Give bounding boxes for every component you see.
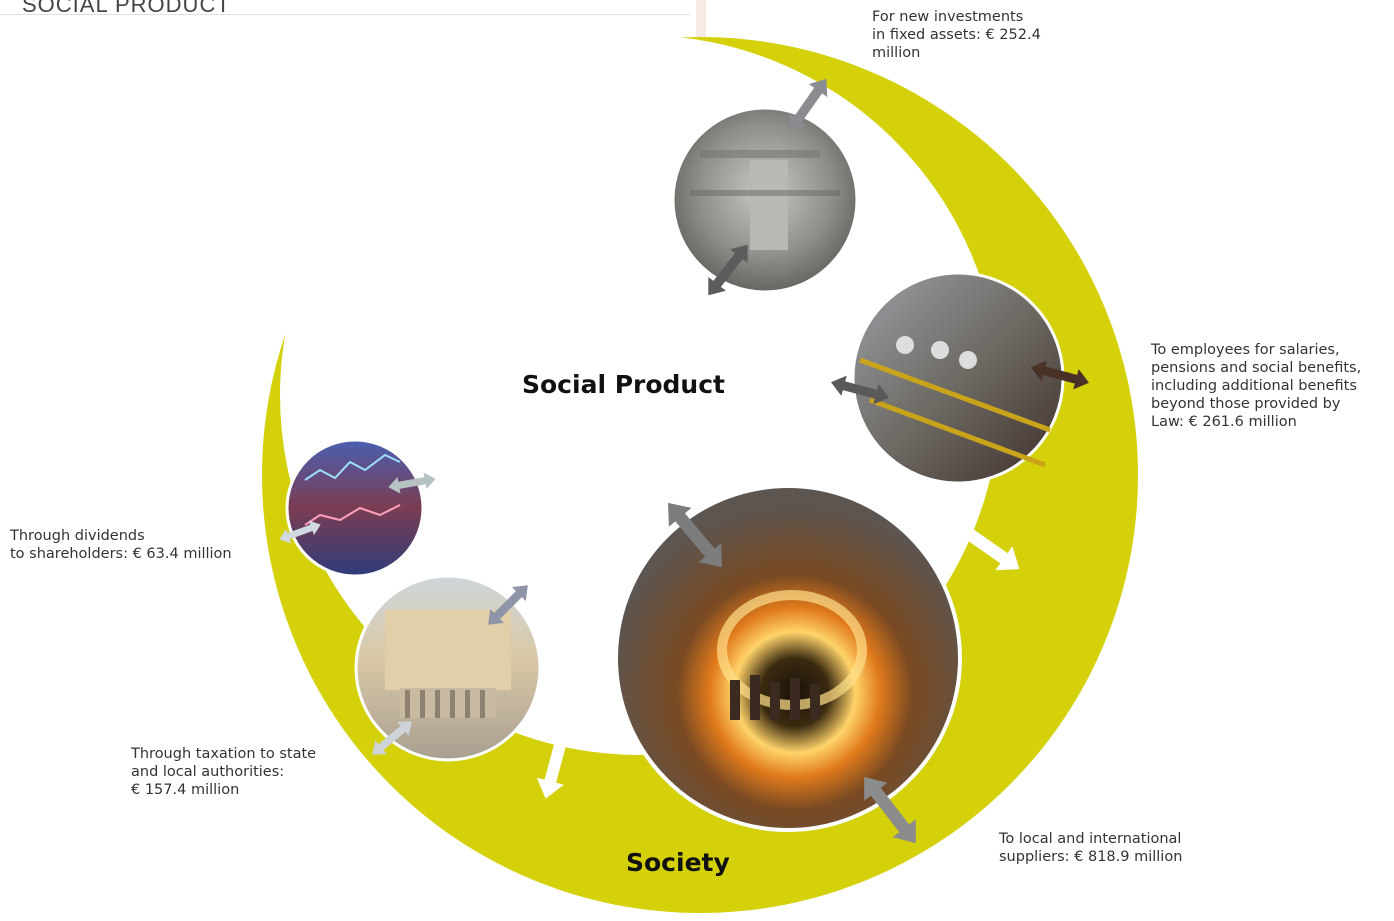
construction-site-photo: [671, 106, 859, 294]
flow-label-taxation: Through taxation to state and local auth…: [131, 746, 317, 798]
header-divider: [0, 14, 690, 15]
society-label: Society: [626, 848, 730, 877]
flow-label-investments: For new investments in fixed assets: € 2…: [872, 9, 1041, 61]
header-title: SOCIAL PRODUCT: [22, 0, 231, 17]
header-band: [696, 0, 706, 46]
stock-exchange-screens-photo: [285, 438, 425, 578]
tunnel-workers-photo: [614, 484, 962, 832]
workers-on-scaffold-photo: [851, 271, 1065, 485]
social-product-label: Social Product: [522, 370, 726, 399]
flow-label-dividends: Through dividends to shareholders: € 63.…: [10, 528, 232, 562]
flow-label-employees: To employees for salaries, pensions and …: [1151, 342, 1362, 430]
flow-label-suppliers: To local and international suppliers: € …: [999, 831, 1183, 865]
